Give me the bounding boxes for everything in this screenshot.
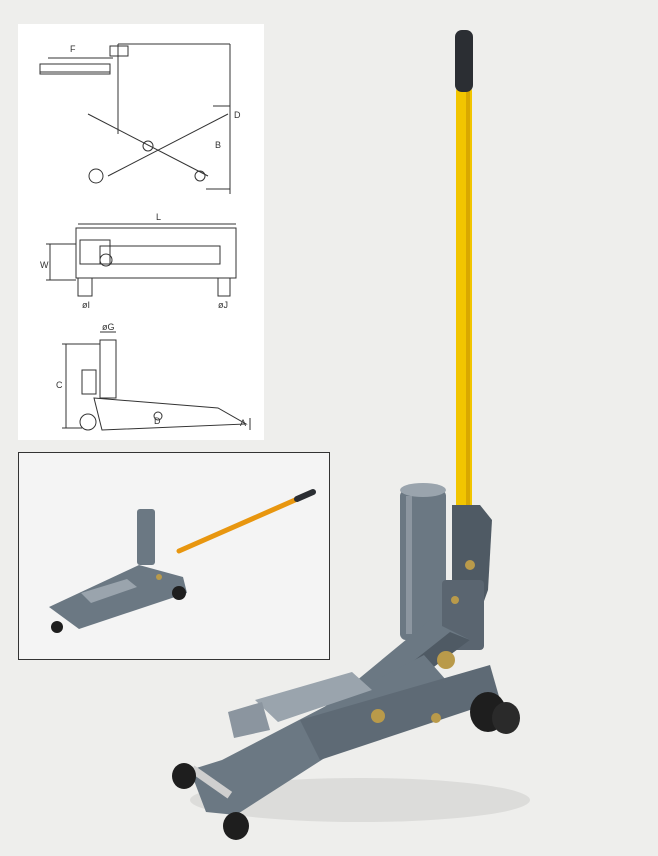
cylinder-highlight (406, 496, 412, 634)
cylinder-top (400, 483, 446, 497)
front-wheel-right (223, 812, 249, 840)
technical-drawing-panel: F D B L W øI øJ (18, 24, 264, 440)
inset-jack-photo (19, 453, 329, 659)
inset-bolt (156, 574, 162, 580)
inset-body (49, 565, 187, 629)
rear-wheel-right (492, 702, 520, 734)
lowered-side-labels: øG C D A (56, 322, 246, 428)
lowered-side-view (62, 331, 251, 431)
inset-cylinder (137, 509, 155, 565)
dim-label-I: øI (82, 300, 90, 310)
top-plan-view (46, 223, 237, 297)
dim-label-D-side: D (154, 416, 161, 426)
chassis-right (300, 665, 500, 760)
pivot-bolt-center (371, 709, 385, 723)
inset-fork (81, 579, 137, 603)
dim-label-J: øJ (218, 300, 228, 310)
technical-drawing: F D B L W øI øJ (39, 43, 251, 431)
dim-label-G: øG (102, 322, 115, 332)
handle-bar-shade (466, 86, 470, 526)
pump-brass-fitting (451, 596, 459, 604)
dim-label-D-top: D (234, 110, 241, 120)
fork-plate (255, 672, 372, 722)
pivot-bolt-main (437, 651, 455, 669)
pivot-bolt-rear (431, 713, 441, 723)
side-elevation-labels: F D B (70, 44, 241, 150)
inset-wheel-front (51, 621, 63, 633)
inset-wheel-rear (172, 586, 186, 600)
dim-label-F: F (70, 44, 76, 54)
handle-grip (455, 30, 473, 92)
dim-label-C: C (56, 380, 63, 390)
top-plan-labels: L W øI øJ (40, 212, 228, 310)
front-axle (189, 765, 233, 799)
dim-label-B: B (215, 140, 221, 150)
socket-bolt (465, 560, 475, 570)
front-wheel-left (172, 763, 196, 789)
inset-handle-grip (294, 489, 316, 502)
dim-label-L: L (156, 212, 161, 222)
fork-plate-front (228, 702, 270, 738)
dim-label-A: A (240, 418, 246, 428)
dim-label-W: W (40, 260, 49, 270)
inset-photo-panel (18, 452, 330, 660)
inset-handle (176, 490, 314, 554)
side-elevation-view (39, 43, 231, 194)
